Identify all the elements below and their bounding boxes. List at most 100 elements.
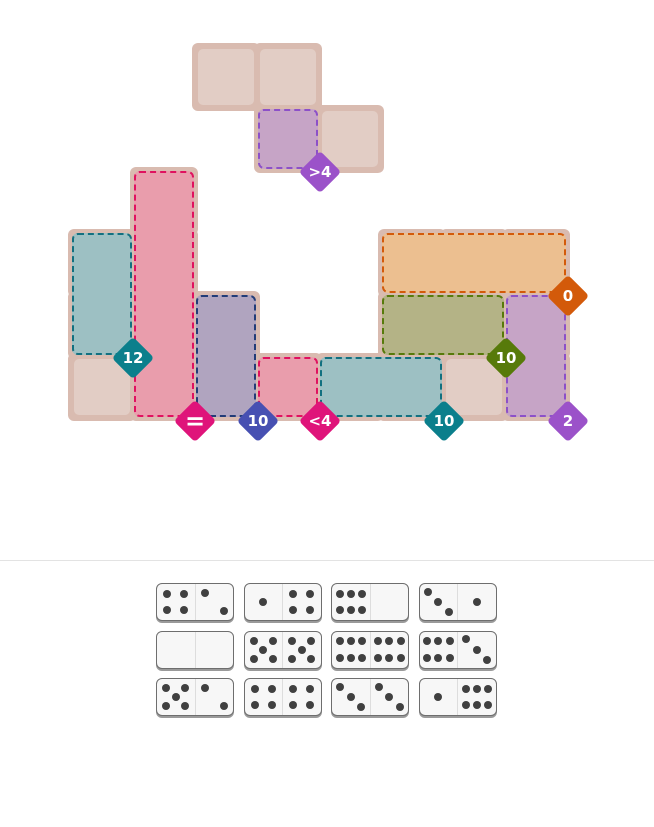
domino-tile[interactable]: [243, 678, 322, 716]
domino-half-6: [420, 631, 458, 668]
region-navy[interactable]: [196, 295, 256, 417]
domino-tile[interactable]: [243, 630, 322, 669]
pip: [306, 701, 315, 710]
pip: [346, 693, 355, 701]
domino-tile[interactable]: [331, 678, 409, 716]
pip: [180, 606, 189, 615]
pip: [250, 701, 259, 710]
pip: [374, 653, 382, 662]
pip: [335, 589, 344, 598]
domino-half-0: [371, 584, 409, 620]
domino-half-4: [283, 679, 321, 715]
pip: [307, 654, 316, 663]
domino-tile[interactable]: [156, 678, 234, 716]
pip: [484, 701, 492, 710]
pip: [267, 701, 276, 710]
pip: [200, 589, 209, 597]
pip: [374, 637, 382, 646]
domino-tile[interactable]: [331, 630, 409, 669]
region-constraint-badge: =: [177, 403, 213, 439]
pip: [358, 653, 366, 662]
pip: [267, 684, 276, 693]
domino-half-1: [245, 584, 283, 620]
pip: [180, 589, 189, 598]
constraint-text: <4: [308, 412, 332, 430]
pip: [423, 587, 432, 596]
pip: [434, 598, 443, 606]
pip: [385, 653, 394, 662]
domino-half-6: [332, 584, 371, 620]
domino-half-3: [458, 632, 496, 668]
pip: [434, 637, 443, 646]
pip: [346, 637, 355, 646]
domino-half-6: [371, 632, 409, 668]
domino-half-4: [245, 679, 283, 715]
pip: [434, 653, 443, 662]
domino-half-1: [458, 584, 496, 620]
constraint-text: 10: [247, 412, 269, 430]
region-pink-tall[interactable]: [134, 171, 194, 417]
board-cell[interactable]: [260, 49, 316, 105]
region-olive[interactable]: [382, 295, 504, 355]
pip: [461, 684, 470, 693]
pip: [335, 606, 344, 615]
constraint-text: =: [184, 407, 206, 435]
region-constraint-badge: 10: [488, 340, 524, 376]
pip: [289, 589, 298, 598]
board-cell[interactable]: [198, 49, 254, 105]
pip: [445, 653, 454, 662]
region-constraint-badge: >4: [302, 154, 338, 190]
domino-half-4: [157, 584, 196, 620]
domino-half-5: [245, 631, 283, 668]
constraint-text: 0: [562, 287, 574, 305]
region-orange[interactable]: [382, 233, 566, 293]
pip: [249, 636, 258, 645]
pip: [181, 702, 190, 710]
pip: [268, 654, 277, 663]
pip: [434, 693, 443, 701]
pip: [472, 598, 481, 606]
domino-tile[interactable]: [418, 583, 497, 621]
pip: [289, 606, 298, 615]
domino-half-0: [196, 632, 234, 668]
domino-tile[interactable]: [418, 630, 497, 669]
pip: [268, 636, 277, 645]
domino-tile[interactable]: [331, 583, 409, 621]
pip: [423, 653, 431, 662]
pip: [461, 701, 470, 710]
domino-half-6: [458, 679, 496, 715]
domino-tile[interactable]: [243, 583, 322, 621]
pip: [445, 637, 454, 646]
pip: [472, 645, 481, 654]
domino-half-1: [420, 679, 458, 715]
pip: [181, 684, 190, 692]
pip: [346, 653, 355, 662]
pip: [259, 645, 268, 654]
domino-half-5: [283, 632, 321, 668]
pip: [357, 703, 366, 712]
region-constraint-badge: <4: [302, 403, 338, 439]
pip: [288, 654, 297, 663]
domino-tile[interactable]: [156, 630, 234, 669]
constraint-text: 10: [495, 349, 517, 367]
pip: [444, 608, 453, 617]
domino-half-4: [283, 584, 321, 620]
domino-half-3: [371, 679, 409, 715]
region-teal-left[interactable]: [72, 233, 132, 355]
pip: [200, 684, 209, 692]
region-constraint-badge: 0: [550, 278, 586, 314]
domino-tile[interactable]: [156, 583, 234, 621]
pip: [171, 693, 180, 701]
domino-tile[interactable]: [418, 678, 497, 716]
domino-half-5: [157, 679, 196, 715]
pip: [396, 637, 405, 646]
pip: [462, 635, 471, 644]
domino-half-2: [196, 679, 234, 715]
pip: [385, 693, 394, 701]
pip: [163, 606, 172, 615]
region-teal-bottom[interactable]: [320, 357, 442, 417]
pip: [358, 589, 366, 598]
pip: [336, 682, 345, 691]
domino-half-0: [157, 631, 196, 668]
pip: [472, 684, 481, 693]
